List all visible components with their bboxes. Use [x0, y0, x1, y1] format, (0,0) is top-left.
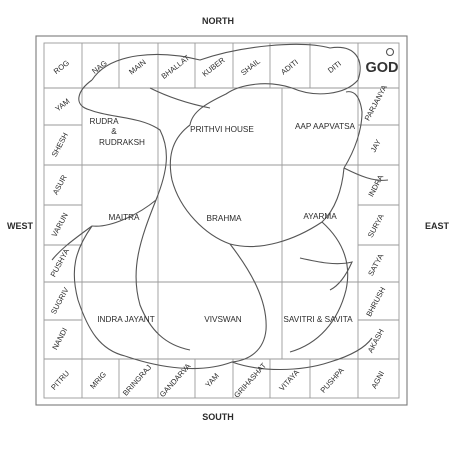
pada-right: JAY [369, 138, 383, 154]
pada-bottom: PITRU [49, 369, 71, 392]
top-row-padas: ROG NAG MAIN BHALLAT KUBER SHAIL ADITI D… [52, 53, 343, 81]
zone-rudra: RUDRA [89, 117, 119, 126]
pada-top: ADITI [279, 58, 300, 77]
pada-right: SATYA [366, 251, 386, 277]
pada-right: SURYA [366, 212, 386, 240]
pada-right: AKASH [366, 327, 386, 354]
zone-ayarma: AYARMA [303, 212, 337, 221]
pada-bottom: GANDARVA [158, 361, 193, 399]
direction-east: EAST [425, 221, 450, 231]
pada-top: MAIN [127, 58, 148, 77]
inner-frame [43, 42, 400, 399]
bottom-row-padas: PITRU MRIG BRINGRAJ GANDARVA YAM GRIHASH… [49, 361, 346, 400]
pada-top: BHALLAT [160, 53, 192, 81]
pada-top: DITI [326, 59, 343, 75]
pada-left: SHESH [50, 131, 70, 158]
direction-north: NORTH [202, 16, 234, 26]
zone-aap-aapvatsa: AAP AAPVATSA [295, 122, 356, 131]
zone-prithvi-house: PRITHVI HOUSE [190, 125, 254, 134]
pada-left: VARUN [50, 211, 70, 238]
pada-right: BHRUSH [364, 286, 387, 319]
pada-left: NANDI [50, 326, 69, 351]
inner-zones: RUDRA & RUDRAKSH PRITHVI HOUSE AAP AAPVA… [89, 117, 355, 324]
pada-bottom: MRIG [88, 370, 108, 391]
zone-rudra-amp: & [111, 127, 117, 136]
pada-bottom: BRINGRAJ [121, 363, 154, 398]
direction-south: SOUTH [202, 412, 234, 422]
purush-figure-outline [51, 43, 395, 370]
zone-maitra: MAITRA [109, 213, 140, 222]
pada-left: YAM [53, 97, 71, 114]
pada-left: PUSHYA [49, 246, 72, 278]
zone-indra-jayant: INDRA JAYANT [97, 315, 154, 324]
pada-bottom: PUSHPA [319, 365, 347, 395]
direction-west: WEST [7, 221, 34, 231]
pada-bottom: YAM [203, 371, 220, 389]
pada-top: SHAIL [239, 57, 262, 78]
zone-rudraksh: RUDRAKSH [99, 138, 145, 147]
zone-brahma: BRAHMA [206, 214, 242, 223]
left-column-padas: YAM SHESH ASUR VARUN PUSHYA SUGRIV NANDI [49, 97, 72, 352]
pada-right: PARJANYA [363, 83, 390, 122]
pada-left: SUGRIV [49, 285, 71, 316]
zone-vivswan: VIVSWAN [204, 315, 242, 324]
pada-top: NAG [90, 58, 109, 75]
pada-top: ROG [52, 58, 71, 76]
pada-bottom: VITAYA [277, 367, 301, 393]
pada-right: AGNI [369, 370, 386, 391]
pada-right: INDRA [366, 172, 385, 198]
pada-left: ASUR [51, 173, 69, 196]
outer-frame [35, 35, 408, 406]
god-label: GOD [365, 60, 398, 76]
zone-savitri-savita: SAVITRI & SAVITA [283, 315, 353, 324]
